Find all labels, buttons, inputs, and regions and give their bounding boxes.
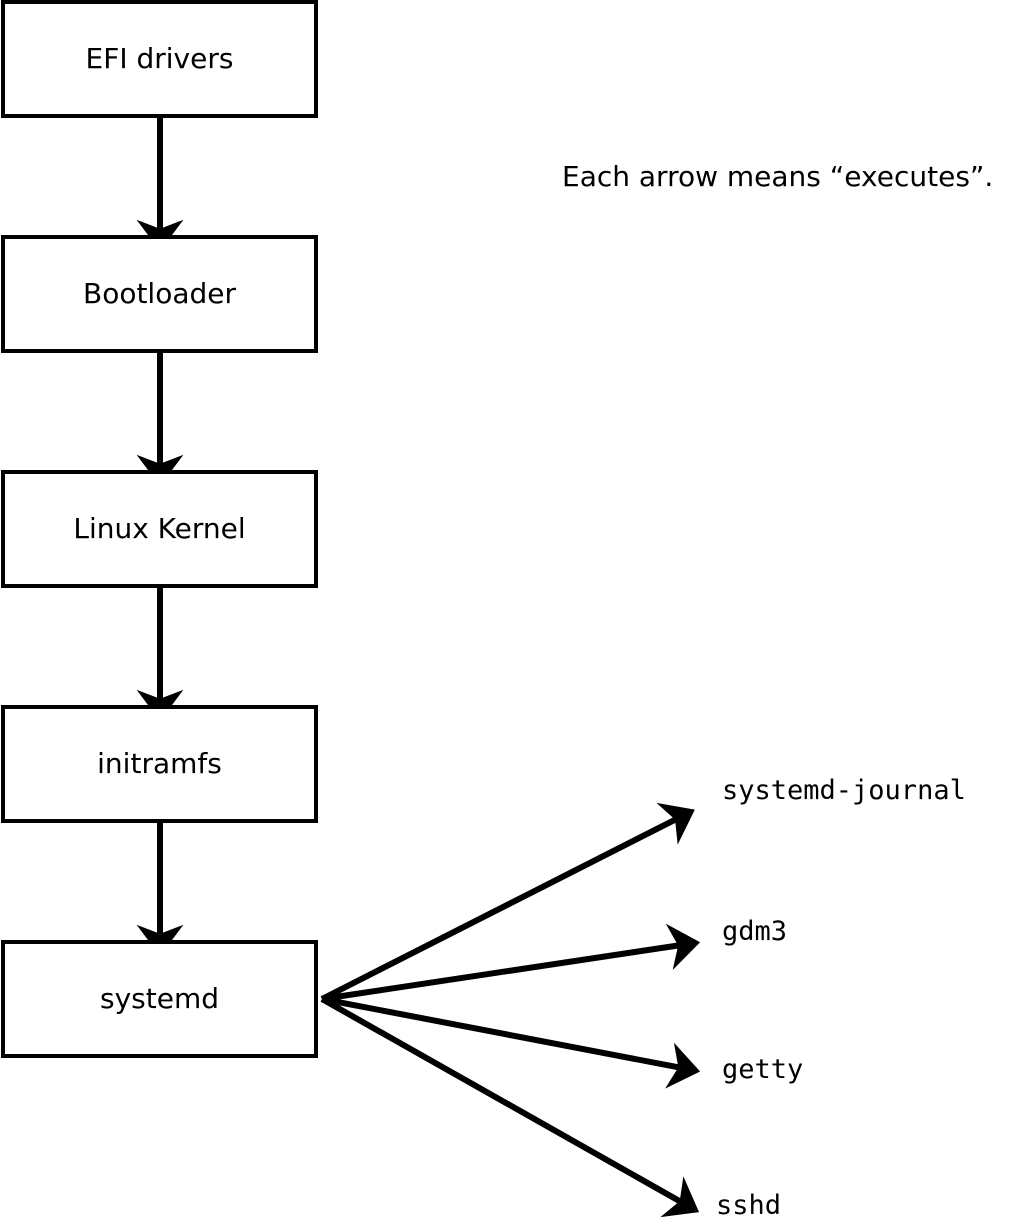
flow-box-systemd[interactable]: systemd	[1, 940, 318, 1058]
service-label-getty: getty	[722, 1054, 804, 1085]
flow-box-bootloader[interactable]: Bootloader	[1, 235, 318, 353]
flow-box-linux-kernel[interactable]: Linux Kernel	[1, 470, 318, 588]
flow-box-initramfs[interactable]: initramfs	[1, 705, 318, 823]
flow-box-label-initramfs: initramfs	[97, 747, 222, 780]
legend-note: Each arrow means “executes”.	[562, 160, 994, 193]
flow-box-label-systemd: systemd	[100, 982, 219, 1015]
flow-box-efi-drivers[interactable]: EFI drivers	[1, 0, 318, 118]
service-label-sshd: sshd	[716, 1190, 782, 1221]
flow-box-label-bootloader: Bootloader	[82, 277, 237, 310]
service-arrow-getty	[321, 996, 701, 1089]
flow-box-label-linux-kernel: Linux Kernel	[73, 512, 246, 545]
service-label-systemd-journal: systemd-journal	[722, 775, 966, 806]
service-arrow-systemd-journal	[320, 802, 695, 1002]
flow-box-label-efi-drivers: EFI drivers	[85, 42, 234, 75]
service-arrow-gdm3	[321, 923, 701, 1002]
service-label-gdm3: gdm3	[722, 916, 788, 947]
service-arrow-group	[320, 802, 701, 1218]
service-arrow-sshd	[320, 996, 700, 1218]
